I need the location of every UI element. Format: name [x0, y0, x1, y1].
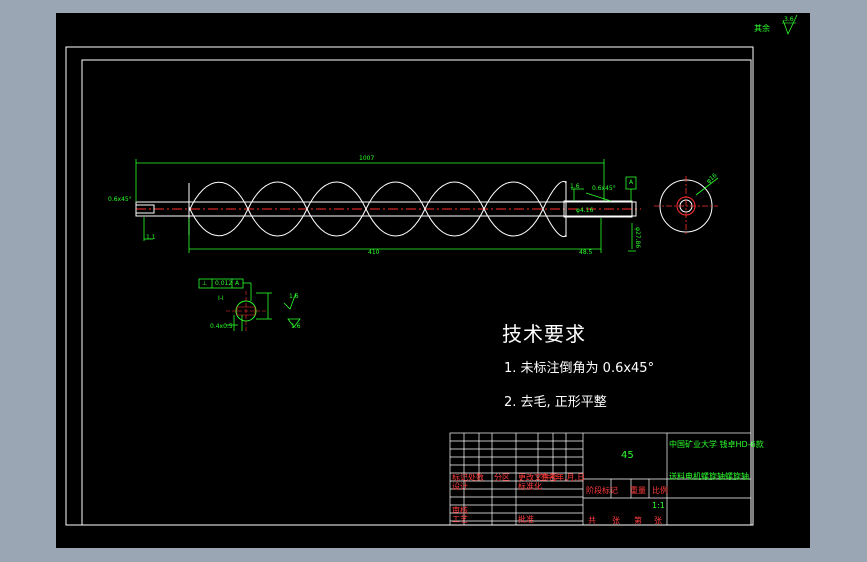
tb-sheets-0: 共 — [588, 516, 596, 525]
corner-roughness: 3.6 — [784, 16, 794, 23]
tb-stage: 阶段标记 — [586, 486, 618, 495]
dim-roughness-b: 1.6 — [291, 323, 301, 330]
dim-inner-length: 410 — [368, 249, 380, 256]
tb-audit: 审核 — [452, 506, 468, 515]
tb-row-label-1: 处数 — [468, 473, 484, 482]
dimension-lines — [135, 159, 637, 253]
tb-weight: 重量 — [630, 486, 646, 495]
tb-sheets-2: 第 — [634, 516, 642, 525]
dim-total-length: 1007 — [359, 155, 375, 162]
tb-design: 设计 — [452, 482, 468, 491]
shaft-end-step — [563, 200, 633, 218]
tb-ratio: 比例 — [652, 486, 668, 495]
tb-row-label-4: 签名 — [540, 473, 556, 482]
helical-flights — [188, 180, 567, 238]
tb-scale: 1:1 — [652, 501, 665, 510]
tb-row-label-3: 更改文件号 — [518, 473, 558, 482]
tb-approve: 批准 — [518, 515, 534, 524]
dim-roughness-right: 1.6 — [570, 183, 580, 190]
tb-row-label-2: 分区 — [494, 473, 510, 482]
dim-roughness-a: 1.6 — [289, 293, 299, 300]
tech-line-2: 2. 去毛, 正形平整 — [504, 395, 607, 410]
dim-section-label: I-I — [218, 295, 224, 302]
tb-sheets-3: 张 — [654, 516, 662, 525]
tb-craft: 工艺 — [452, 515, 468, 524]
tb-part-name: 送料电机螺旋轴螺旋轴 — [669, 472, 749, 481]
dim-chamfer-left: 0.6x45° — [108, 196, 132, 203]
corner-roughness-symbol — [782, 14, 798, 36]
end-view — [654, 176, 719, 236]
cad-drawing-area[interactable]: 1007 410 48.5 0.6x45° 0.6x45° φ4.16 1.6 … — [56, 13, 810, 548]
dim-left-small: 1.1 — [146, 234, 156, 241]
shaft-keyway — [135, 204, 155, 214]
tol-symbol: ⊥ — [202, 280, 208, 287]
tech-line-1: 1. 未标注倒角为 0.6x45° — [504, 361, 655, 376]
dim-chamfer-right: 0.6x45° — [592, 185, 616, 192]
tb-school: 中国矿业大学 钱卓HD-6款 — [669, 440, 764, 449]
dim-end-length: 48.5 — [579, 249, 593, 256]
dim-dia-right: φ4.16 — [576, 207, 594, 214]
dim-vertical-right: φ27.86 — [634, 227, 641, 249]
inner-frame — [81, 59, 752, 526]
tb-row-label-5: 年,月,日 — [556, 473, 586, 482]
tol-value: 0.012 — [215, 280, 233, 287]
tb-row-label-0: 标记 — [452, 473, 468, 482]
drawing-svg — [65, 14, 798, 526]
corner-note: 其余 — [754, 24, 770, 33]
title-block-grid — [449, 432, 752, 526]
tb-sheets-1: 张 — [612, 516, 620, 525]
dim-section: 0.4x0.5 — [210, 323, 233, 330]
sheet-border — [65, 46, 754, 526]
tb-material: 45 — [621, 450, 634, 461]
tol-datum: A — [235, 280, 240, 287]
tech-title: 技术要求 — [502, 322, 586, 346]
tb-standard: 标准化 — [518, 482, 542, 491]
dim-datum: A — [629, 179, 634, 186]
section-detail — [198, 278, 301, 331]
